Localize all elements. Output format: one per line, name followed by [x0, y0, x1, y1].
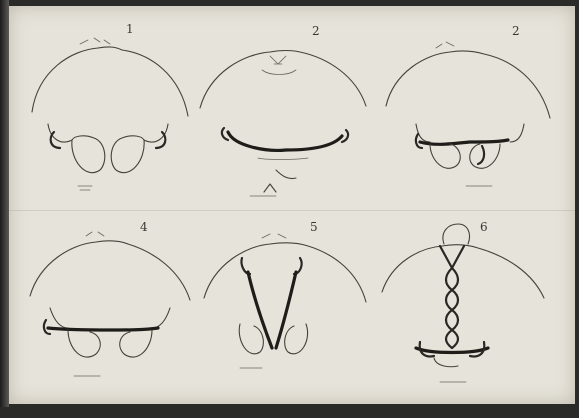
torso-sketch [380, 20, 568, 220]
torso-sketch [20, 20, 208, 220]
figure-6: 6 [380, 218, 568, 418]
torso-sketch [200, 20, 388, 220]
figure-5: 5 [200, 218, 388, 418]
figure-4: 4 [20, 218, 208, 418]
figure-1: 1 [20, 20, 208, 220]
torso-sketch [200, 218, 388, 403]
torso-sketch [380, 218, 568, 403]
torso-sketch [20, 218, 208, 403]
figure-3: 2 [380, 20, 568, 220]
photo-edge-shadow [0, 0, 9, 407]
figure-2: 2 [200, 20, 388, 220]
